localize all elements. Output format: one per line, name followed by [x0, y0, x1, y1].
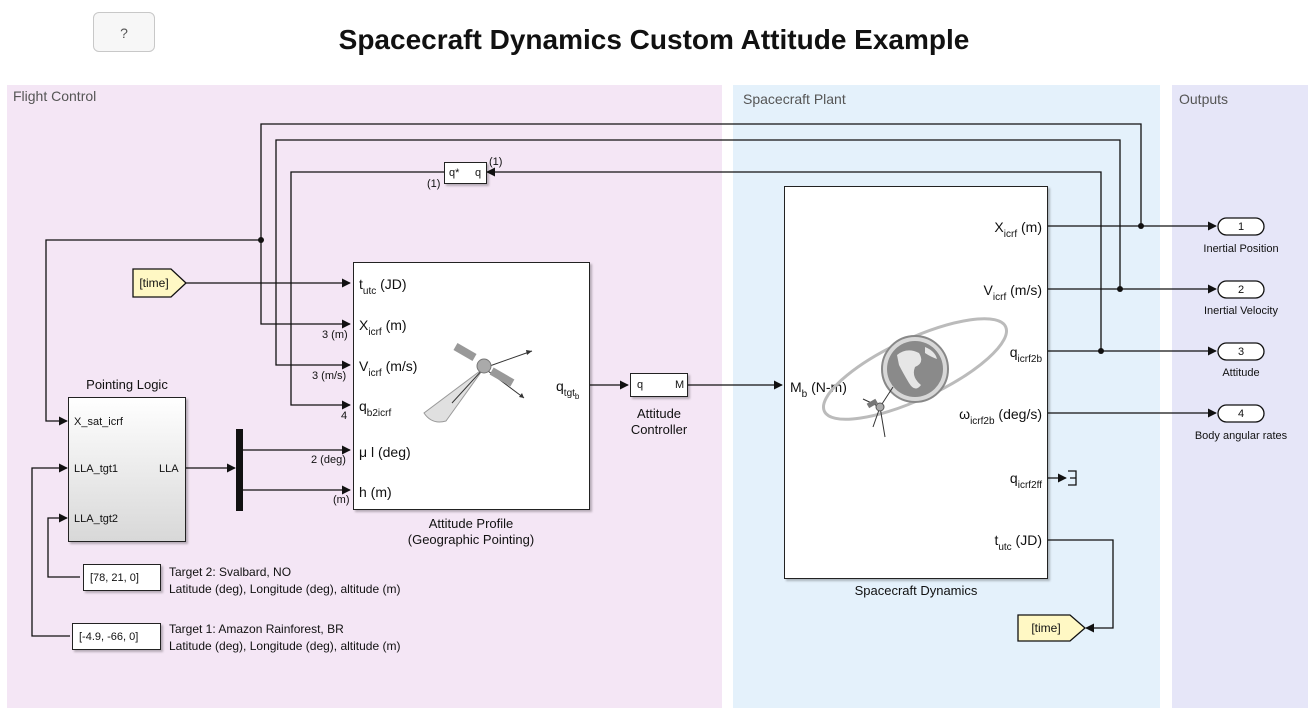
outputs-area — [1172, 85, 1308, 708]
outport-1-number[interactable]: 1 — [1237, 221, 1245, 233]
sd-out-t: tutc (JD) — [994, 532, 1042, 553]
spacecraft-dynamics-caption: Spacecraft Dynamics — [854, 583, 978, 598]
target2-constant[interactable]: [78, 21, 0] — [83, 564, 161, 591]
ap-port-x: Xicrf (m) — [359, 317, 407, 338]
attitude-profile-block[interactable]: tutc (JD) Xicrf (m) Vicrf (m/s) qb2icrf … — [353, 262, 590, 510]
line-qconj-out — [290, 171, 444, 410]
ap-port-h: h (m) — [359, 484, 392, 500]
ap-port-q: qb2icrf — [359, 398, 392, 419]
ap-dim-x: 3 (m) — [322, 329, 348, 341]
line-target1 — [31, 463, 70, 637]
page-title: Spacecraft Dynamics Custom Attitude Exam… — [338, 24, 970, 55]
terminator — [1068, 470, 1077, 486]
ap-dim-h: (m) — [333, 494, 350, 506]
target1-value: [-4.9, -66, 0] — [79, 631, 139, 643]
pl-in1: X_sat_icrf — [74, 416, 123, 428]
target2-line1: Target 2: Svalbard, NO — [169, 565, 292, 579]
ap-dim-mu: 2 (deg) — [311, 454, 346, 466]
sd-out-v: Vicrf (m/s) — [983, 282, 1042, 303]
goto-time-shape — [132, 268, 187, 298]
sd-out-x: Xicrf (m) — [994, 219, 1042, 240]
ap-port-mu: μ l (deg) — [359, 444, 411, 460]
line-v-feedback — [275, 139, 1121, 370]
outport-4-number[interactable]: 4 — [1237, 408, 1245, 420]
satellite-pointing-icon — [423, 343, 533, 423]
flight-control-label: Flight Control — [13, 88, 97, 104]
line-time-out — [1048, 539, 1114, 633]
ap-dim-q: 4 — [341, 410, 348, 422]
line-target2 — [47, 513, 80, 578]
attitude-controller-block[interactable]: q M — [630, 373, 688, 397]
outputs-label: Outputs — [1179, 91, 1229, 107]
conj-out-label: q* — [449, 167, 460, 179]
from-time-tag[interactable]: [time] — [1031, 621, 1061, 635]
help-button[interactable]: ? — [93, 12, 155, 52]
pl-in2: LLA_tgt1 — [74, 463, 119, 475]
outport-3-number[interactable]: 3 — [1237, 346, 1245, 358]
attitude-controller-caption: Attitude Controller — [630, 406, 688, 437]
pointing-logic-title: Pointing Logic — [86, 377, 168, 392]
spacecraft-dynamics-block[interactable]: Mb (N-m) Xicrf (m) Vicrf (m/s) qicrf2b ω… — [784, 186, 1048, 579]
attitude-profile-caption: Attitude Profile (Geographic Pointing) — [407, 516, 535, 547]
ac-in: q — [637, 379, 644, 391]
sd-out-w: ωicrf2b (deg/s) — [959, 406, 1042, 427]
outport-4-label: Body angular rates — [1194, 430, 1288, 442]
spacecraft-plant-label: Spacecraft Plant — [743, 91, 846, 107]
earth-orbit-icon — [821, 317, 1009, 438]
line-q-feedback — [486, 167, 1102, 351]
ap-dim-v: 3 (m/s) — [312, 370, 347, 382]
from-time-shape — [1017, 614, 1086, 642]
ap-port-v: Vicrf (m/s) — [359, 358, 418, 379]
quaternion-conjugate-block[interactable]: q* q — [444, 162, 487, 184]
pointing-logic-block[interactable]: X_sat_icrf LLA_tgt1 LLA_tgt2 LLA — [68, 397, 186, 542]
pl-in3: LLA_tgt2 — [74, 513, 119, 525]
conj-in-label: q — [475, 167, 482, 179]
demux-bar — [236, 429, 243, 511]
target1-line1: Target 1: Amazon Rainforest, BR — [169, 622, 344, 636]
target2-value: [78, 21, 0] — [90, 572, 139, 584]
goto-time-tag[interactable]: [time] — [139, 276, 169, 290]
sd-out-qff: qicrf2ff — [1009, 470, 1042, 491]
outport-3-label: Attitude — [1222, 367, 1260, 379]
sd-out-q: qicrf2b — [1009, 344, 1042, 365]
outport-2-number[interactable]: 2 — [1237, 284, 1245, 296]
conj-in-dim: (1) — [489, 156, 503, 168]
outport-2-label: Inertial Velocity — [1204, 305, 1278, 317]
target1-constant[interactable]: [-4.9, -66, 0] — [72, 623, 161, 650]
outport-1-label: Inertial Position — [1203, 243, 1279, 255]
ac-out: M — [675, 379, 685, 391]
pl-out: LLA — [159, 463, 179, 475]
conj-out-dim: (1) — [427, 178, 441, 190]
line-x-pointing — [45, 239, 261, 426]
target2-line2: Latitude (deg), Longitude (deg), altitud… — [169, 582, 401, 596]
ap-port-t: tutc (JD) — [359, 276, 407, 297]
target1-line2: Latitude (deg), Longitude (deg), altitud… — [169, 639, 401, 653]
ap-port-out: qtgtb — [556, 378, 580, 401]
